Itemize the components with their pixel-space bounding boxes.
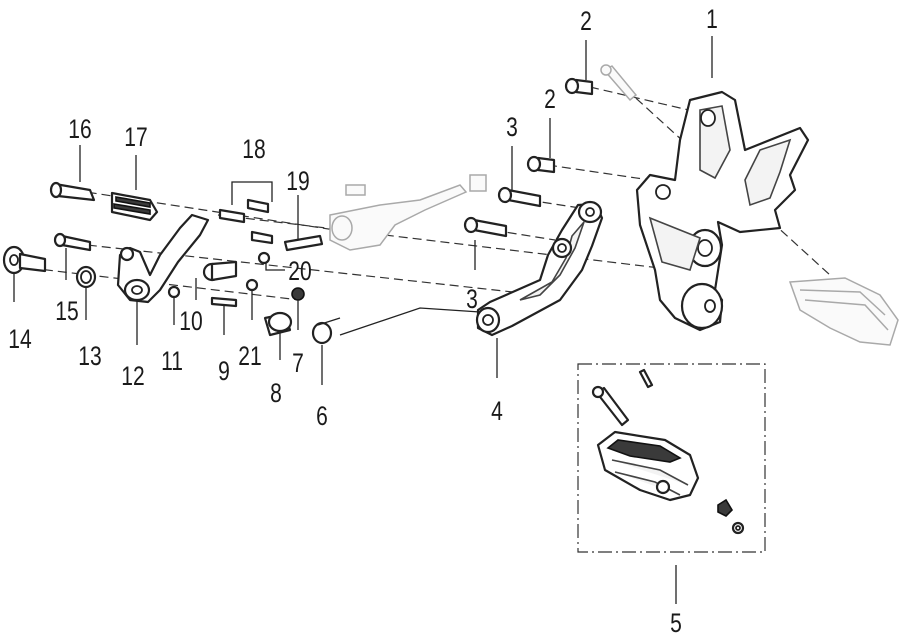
callout-6: 6 bbox=[316, 402, 328, 432]
rod-part-19 bbox=[283, 234, 324, 252]
callout-19: 19 bbox=[286, 167, 309, 197]
washer-part-21 bbox=[245, 278, 259, 292]
rubber-part-16 bbox=[49, 181, 96, 202]
callout-20: 20 bbox=[288, 257, 311, 287]
callout-8: 8 bbox=[270, 379, 282, 409]
callout-3-top: 3 bbox=[506, 113, 518, 143]
callout-1: 1 bbox=[706, 5, 718, 35]
footpeg-kit-part-5 bbox=[577, 363, 766, 553]
bolt-part-3-lower bbox=[463, 216, 508, 238]
pedal-pad-part-17 bbox=[110, 191, 159, 222]
pins-part-18 bbox=[218, 198, 274, 245]
callout-16: 16 bbox=[68, 115, 91, 145]
ghost-master-cylinder bbox=[329, 174, 487, 251]
ghost-footpeg bbox=[788, 277, 899, 346]
callout-4: 4 bbox=[491, 397, 503, 427]
bolt-part-15 bbox=[53, 232, 92, 252]
callout-18: 18 bbox=[242, 135, 265, 165]
callout-21: 21 bbox=[238, 342, 261, 372]
washer-part-11 bbox=[167, 285, 181, 299]
callout-14: 14 bbox=[8, 325, 31, 355]
washer-part-20 bbox=[257, 251, 271, 265]
pivot-part-10 bbox=[202, 260, 238, 282]
callout-labels: 1 2 2 3 3 3 4 5 6 7 8 9 10 11 12 13 14 1… bbox=[8, 5, 718, 639]
o-ring-part-13 bbox=[75, 265, 97, 289]
spring-part-6 bbox=[311, 317, 341, 345]
callout-3-bottom: 3 bbox=[466, 285, 478, 315]
bolt-part-3-upper bbox=[497, 186, 542, 208]
callout-11: 11 bbox=[161, 347, 183, 377]
bushing-part-8 bbox=[263, 311, 293, 337]
callout-2-lower: 2 bbox=[544, 85, 556, 115]
footrest-bracket-part-1 bbox=[635, 90, 810, 332]
callout-13: 13 bbox=[78, 342, 101, 372]
callout-17: 17 bbox=[124, 123, 147, 153]
brake-pedal-part-12 bbox=[116, 213, 210, 304]
bolt-part-2-upper bbox=[564, 77, 594, 96]
callout-9: 9 bbox=[218, 357, 230, 387]
callout-5: 5 bbox=[670, 609, 682, 639]
leader-lines bbox=[13, 36, 713, 604]
callout-2-upper: 2 bbox=[580, 7, 592, 37]
nut-part-7 bbox=[291, 287, 305, 301]
bolt-part-2-lower bbox=[526, 155, 556, 174]
callout-7: 7 bbox=[292, 349, 304, 379]
washer-part-14 bbox=[2, 245, 47, 275]
ghost-pin bbox=[600, 64, 638, 102]
callout-12: 12 bbox=[121, 362, 144, 392]
callout-15: 15 bbox=[55, 297, 78, 327]
pin-part-9 bbox=[210, 296, 238, 308]
callout-10: 10 bbox=[179, 307, 202, 337]
hanger-bracket-part-4 bbox=[475, 200, 604, 337]
